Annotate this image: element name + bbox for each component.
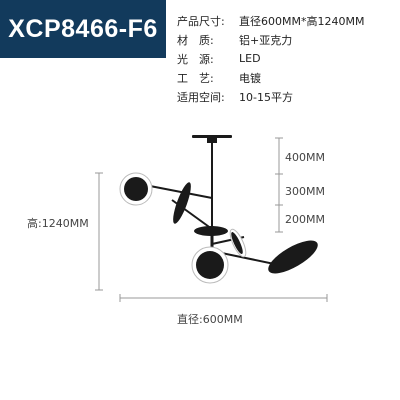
diameter-dimension-label: 直径:600MM: [177, 313, 243, 326]
spec-label: 光 源:: [177, 52, 214, 66]
segment-label-3: 200MM: [285, 213, 325, 226]
spec-row-material: 材 质: 铝+亚克力: [177, 30, 399, 49]
right-large-shade: [268, 240, 318, 274]
model-number-badge: XCP8466-F6: [0, 0, 166, 58]
height-dimension-label: 高:1240MM: [27, 217, 89, 230]
spec-value: 10-15平方: [239, 90, 293, 104]
right-edge-disc: [229, 228, 247, 258]
spec-value: 直径600MM*高1240MM: [239, 14, 365, 28]
spec-row-space: 适用空间: 10-15平方: [177, 87, 399, 106]
spec-label: 材 质:: [177, 33, 214, 47]
ceiling-canopy: [192, 135, 232, 143]
spec-label: 适用空间:: [177, 90, 225, 104]
lamp-drawing: [95, 135, 328, 302]
spec-row-size: 产品尺寸: 直径600MM*高1240MM: [177, 11, 399, 30]
segment-dimension-lines: [275, 137, 283, 233]
product-dimension-figure: 高:1240MM 直径:600MM 400MM 300MM 200MM: [0, 100, 400, 400]
spec-value: 电镀: [239, 71, 261, 85]
center-light-disc: [191, 246, 229, 284]
height-dimension-line: [95, 172, 103, 291]
center-shade: [194, 226, 228, 236]
spec-label: 产品尺寸:: [177, 14, 225, 28]
segment-label-2: 300MM: [285, 185, 325, 198]
segment-label-1: 400MM: [285, 151, 325, 164]
spec-row-light-source: 光 源: LED: [177, 49, 399, 68]
spec-row-process: 工 艺: 电镀: [177, 68, 399, 87]
spec-value: 铝+亚克力: [239, 33, 293, 47]
spec-value: LED: [239, 52, 261, 65]
left-light-disc: [119, 172, 153, 206]
spec-table: 产品尺寸: 直径600MM*高1240MM 材 质: 铝+亚克力 光 源: LE…: [177, 11, 399, 106]
upper-left-shade: [173, 182, 191, 224]
diameter-dimension-line: [119, 294, 328, 302]
spec-label: 工 艺:: [177, 71, 214, 85]
